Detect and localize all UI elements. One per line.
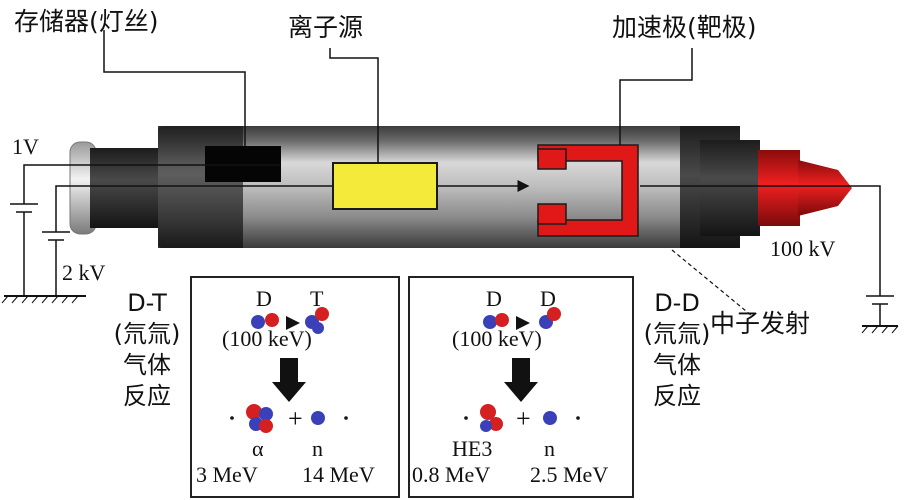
neutron-emission-label: 中子发射 — [710, 309, 811, 338]
dd-energy: (100 keV) — [452, 326, 542, 351]
dt-reaction-graphic — [230, 307, 348, 433]
dt-energy-neutron: 14 MeV — [302, 462, 375, 487]
dt-products — [230, 404, 348, 433]
dt-energy: (100 keV) — [222, 326, 312, 351]
voltage-2kv-label: 2 kV — [62, 260, 106, 285]
ground-hatch — [1, 295, 899, 334]
dt-product-alpha: α — [252, 436, 264, 461]
left-end-cap — [69, 141, 160, 235]
dd-down-arrow — [504, 358, 538, 402]
dt-side-line: D-T — [127, 289, 167, 317]
dd-reactant-d2: D — [540, 286, 556, 311]
dt-energy-alpha: 3 MeV — [196, 462, 258, 487]
dd-side-line: 反应 — [653, 382, 701, 410]
dt-side-line: 反应 — [123, 382, 171, 410]
accelerator-label: 加速极(靶极) — [612, 13, 757, 42]
dd-reaction-panel: D D (100 keV) + HE3 n 0.8 MeV 2.5 MeV — [408, 276, 634, 498]
voltage-100kv-label: 100 kV — [770, 236, 836, 261]
dt-side-line: (氘氚) — [113, 320, 181, 348]
ion-source-label: 离子源 — [288, 13, 364, 42]
dd-energy-he3: 0.8 MeV — [412, 462, 491, 487]
dd-reaction-graphic — [464, 307, 580, 432]
dt-down-arrow — [272, 358, 306, 402]
ion-source — [332, 162, 438, 210]
target-electrode — [537, 144, 639, 237]
dt-side-line: 气体 — [123, 351, 171, 379]
dt-reaction-panel: D T (100 keV) + α n 3 MeV 14 MeV — [190, 276, 400, 498]
tube-body — [158, 126, 760, 248]
circuit — [4, 164, 898, 327]
red-tip — [758, 150, 852, 226]
neutron-emission-line — [671, 249, 753, 317]
dd-side-label: D-D (氘氚) 气体 反应 — [632, 288, 722, 412]
dt-product-neutron: n — [312, 436, 323, 461]
dt-side-label: D-T (氘氚) 气体 反应 — [104, 288, 190, 412]
voltage-1v-label: 1V — [12, 134, 39, 159]
dd-side-line: 气体 — [653, 351, 701, 379]
dt-reactant-d: D — [256, 286, 272, 311]
leader-lines — [103, 30, 693, 163]
dd-product-he3: HE3 — [452, 436, 493, 461]
dd-product-neutron: n — [544, 436, 555, 461]
dd-reactant-d1: D — [486, 286, 502, 311]
storage-filament — [205, 146, 281, 182]
dt-reactant-t: T — [310, 286, 324, 311]
dd-products — [464, 404, 580, 432]
dd-side-line: (氘氚) — [643, 320, 711, 348]
storage-label: 存储器(灯丝) — [14, 7, 159, 36]
dd-energy-neutron: 2.5 MeV — [530, 462, 609, 487]
dd-reactant-nuclei — [483, 307, 561, 330]
dd-side-line: D-D — [654, 289, 700, 317]
dt-reactant-nuclei — [251, 307, 329, 334]
dt-plus: + — [288, 404, 303, 433]
dd-plus: + — [516, 404, 531, 433]
